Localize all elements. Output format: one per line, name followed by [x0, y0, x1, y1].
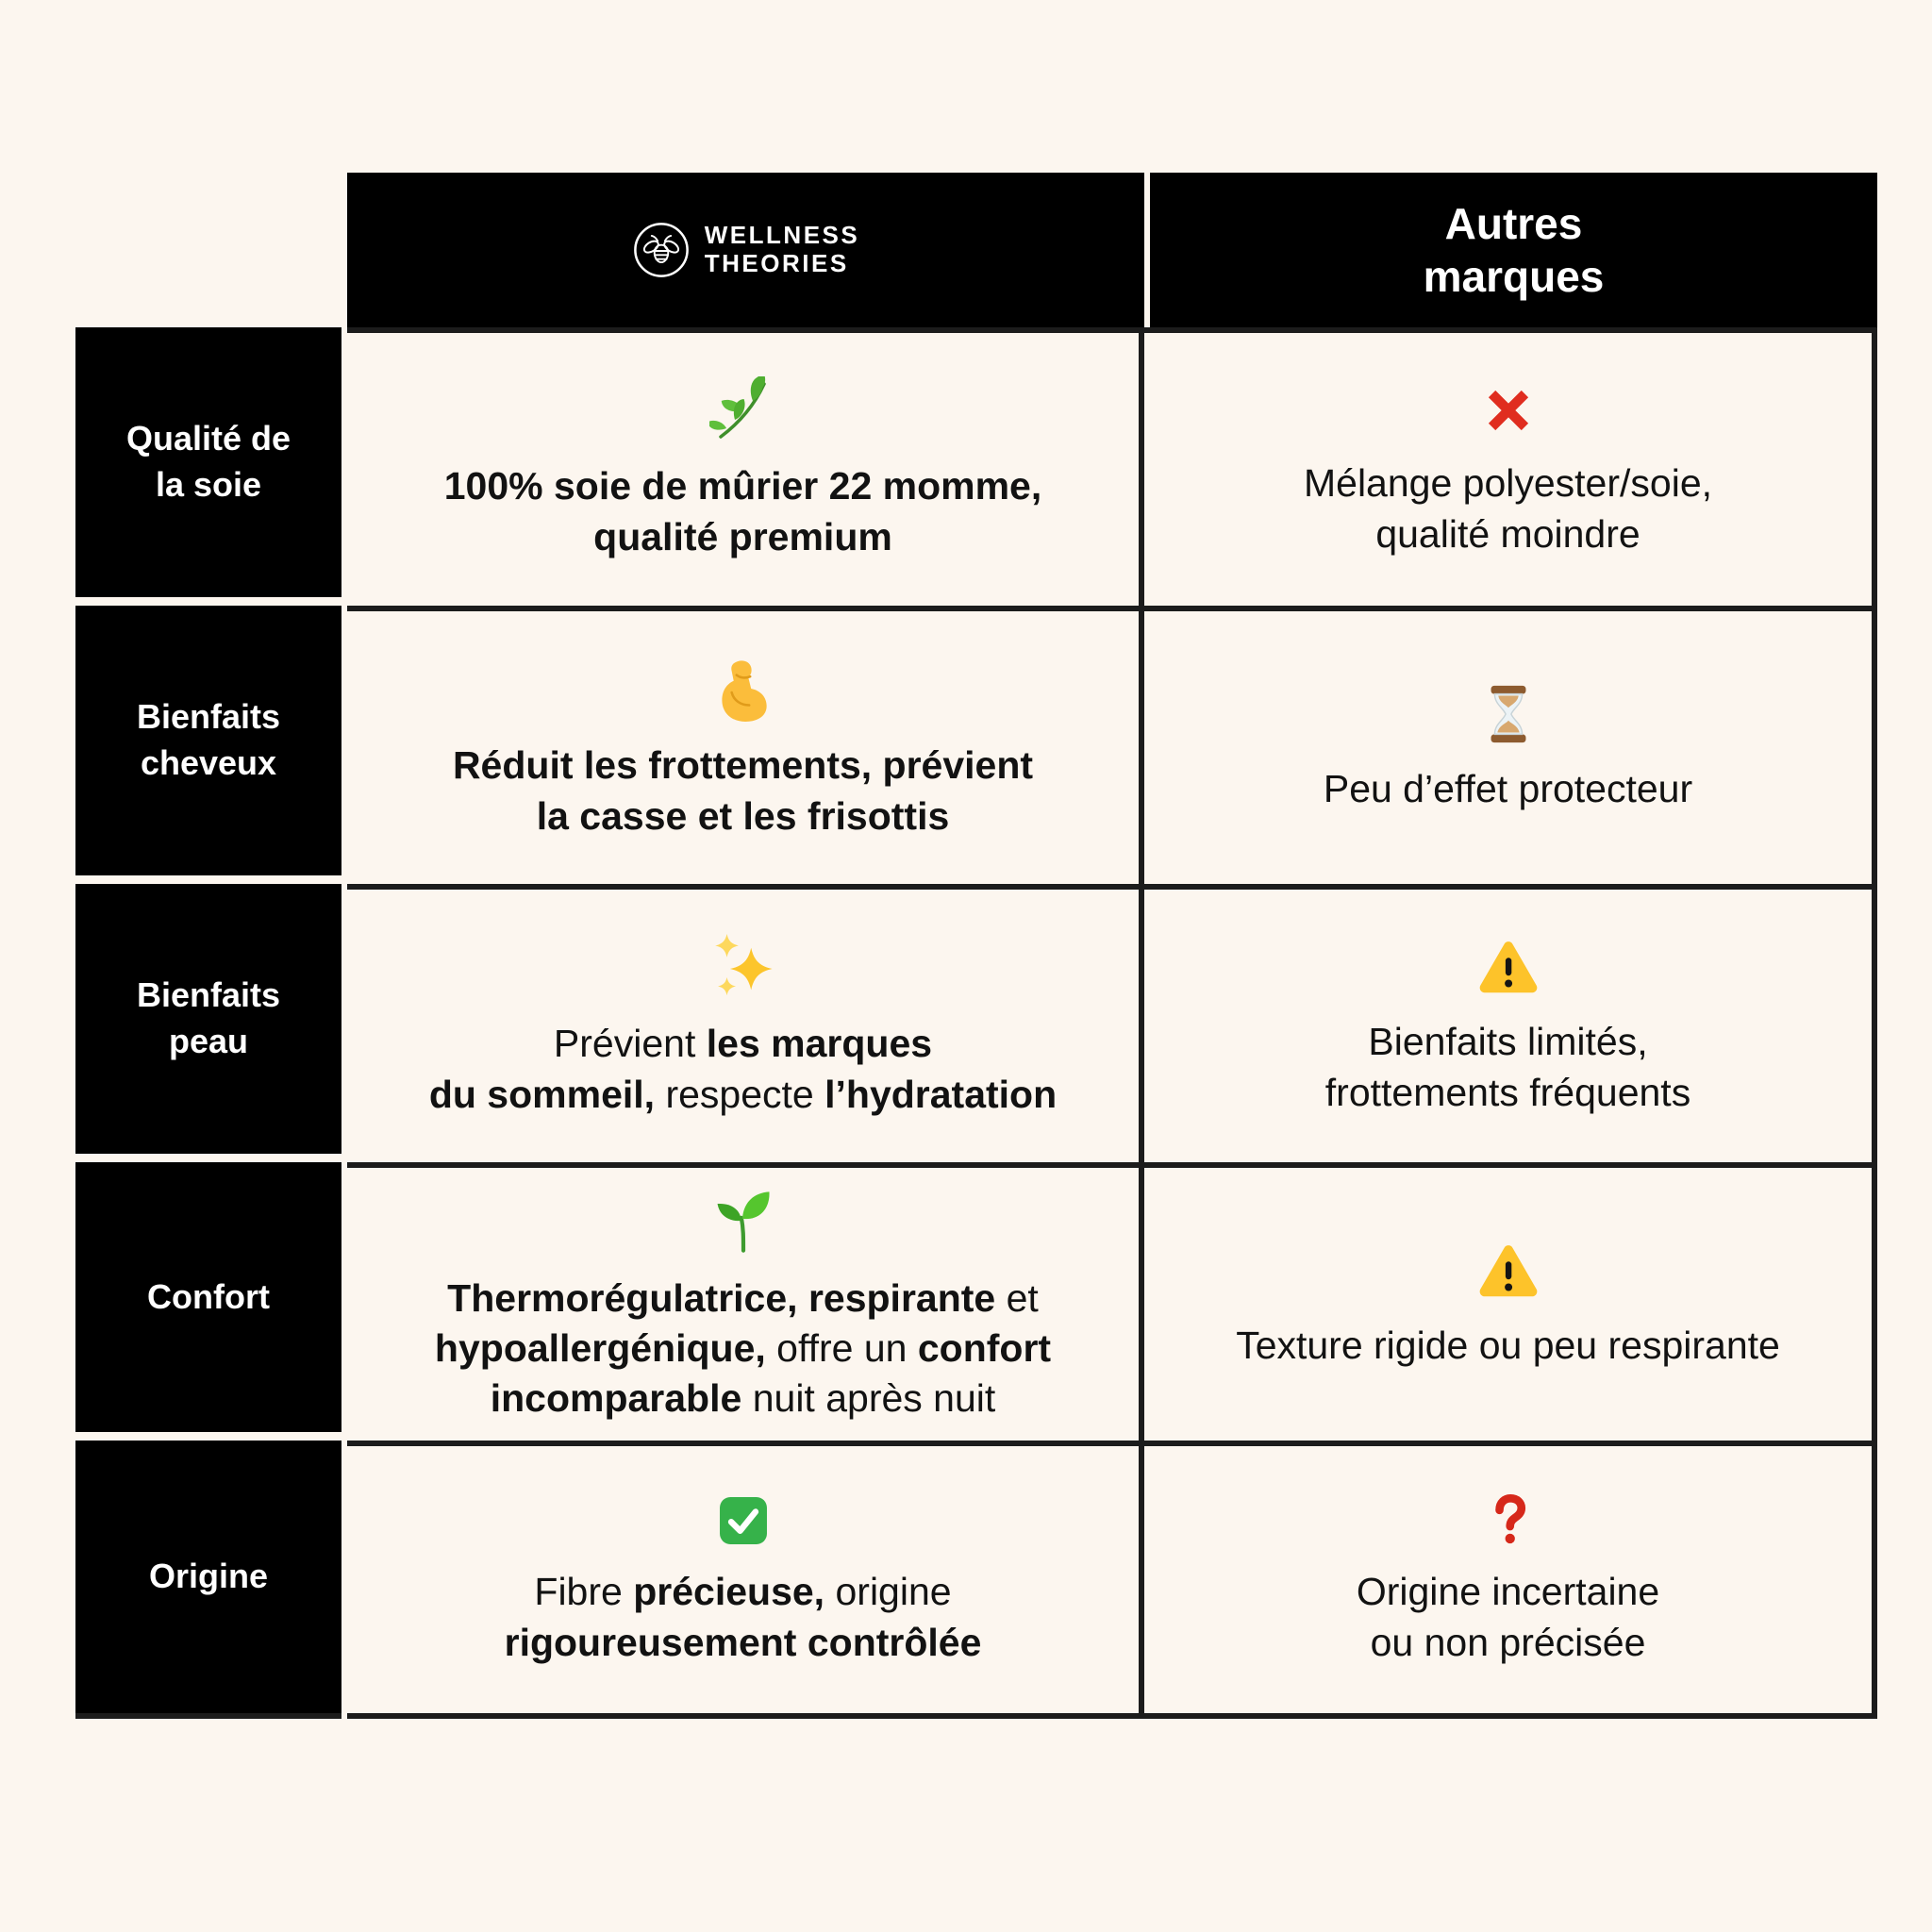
text-line: Réduit les frottements, prévient [453, 741, 1033, 791]
competitor-header-text: Autres marques [1424, 197, 1605, 303]
text-line: 100% soie de mûrier 22 momme, [444, 461, 1042, 511]
text-segment: origine [835, 1570, 952, 1614]
sparkles-icon [708, 932, 778, 1002]
text-line: rigoureusement contrôlée [505, 1618, 982, 1668]
text-line: Bienfaits limités, [1368, 1020, 1648, 1064]
text-line: Peu d’effet protecteur [1323, 766, 1693, 810]
text-segment: la casse et les frisottis [536, 793, 950, 838]
question-icon [1479, 1491, 1538, 1550]
competitor-header-cell: Autres marques [1150, 173, 1877, 327]
cell-text: Texture rigide ou peu respirante [1236, 1321, 1780, 1371]
text-line: ou non précisée [1370, 1620, 1646, 1664]
text-segment: 100% soie de mûrier 22 momme, [443, 464, 1042, 508]
brand-cell-peau: Prévient les marques du sommeil, respect… [347, 884, 1144, 1162]
row-label-qualite-soie: Qualité de la soie [75, 327, 341, 597]
row-label-bienfaits-cheveux: Bienfaits cheveux [75, 606, 341, 875]
hourglass-icon [1475, 681, 1541, 747]
row-label-line: la soie [155, 465, 262, 504]
text-segment: offre un [776, 1325, 908, 1370]
brand-header-cell: WELLNESS THEORIES [347, 173, 1144, 327]
text-segment: l’hydratation [824, 1072, 1058, 1116]
text-line: Thermorégulatrice, respirante et [435, 1274, 1051, 1324]
text-line: Prévient les marques [429, 1019, 1057, 1069]
text-segment: Fibre [534, 1570, 623, 1614]
row-label-line: Confort [147, 1276, 270, 1316]
brand-cell-origine: Fibre précieuse, origine rigoureusement … [347, 1441, 1144, 1719]
competitor-header-line2: marques [1423, 252, 1605, 301]
cell-text: Fibre précieuse, origine rigoureusement … [505, 1567, 982, 1668]
text-line: Origine incertaine [1356, 1570, 1660, 1614]
text-segment: qualité premium [593, 514, 892, 558]
row-label-origine: Origine [75, 1441, 341, 1719]
row-label-bienfaits-peau: Bienfaits peau [75, 884, 341, 1154]
text-line: Mélange polyester/soie, [1303, 461, 1713, 506]
text-segment: et [1006, 1275, 1039, 1320]
row-label-line: peau [168, 1022, 249, 1060]
text-segment: Réduit les frottements, prévient [452, 743, 1034, 788]
cell-text: Peu d’effet protecteur [1324, 764, 1692, 814]
seedling-icon [708, 1185, 779, 1257]
competitor-cell-peau: Bienfaits limités, frottements fréquents [1144, 884, 1877, 1162]
biceps-icon [708, 654, 778, 724]
brand-wordmark: WELLNESS THEORIES [704, 221, 860, 278]
brand-wordmark-line1: WELLNESS [704, 221, 860, 250]
cell-text: Bienfaits limités, frottements fréquents [1325, 1017, 1690, 1118]
text-segment: hypoallergénique, [434, 1325, 766, 1370]
text-segment: les marques [706, 1022, 933, 1066]
text-line: frottements fréquents [1324, 1070, 1691, 1114]
text-segment: Prévient [553, 1022, 696, 1066]
text-line: Fibre précieuse, origine [505, 1567, 982, 1617]
cell-text: Origine incertaine ou non précisée [1357, 1567, 1659, 1668]
cell-text: Réduit les frottements, prévient la cass… [453, 741, 1033, 841]
competitor-header-line1: Autres [1444, 198, 1583, 248]
cell-text: Thermorégulatrice, respirante et hypoall… [435, 1274, 1051, 1424]
text-segment: confort [917, 1325, 1052, 1370]
row-label-confort: Confort [75, 1162, 341, 1432]
competitor-cell-qualite: Mélange polyester/soie, qualité moindre [1144, 327, 1877, 606]
competitor-cell-cheveux: Peu d’effet protecteur [1144, 606, 1877, 884]
cell-text: Prévient les marques du sommeil, respect… [429, 1019, 1057, 1120]
text-segment: du sommeil, [428, 1072, 656, 1116]
text-segment: rigoureusement contrôlée [504, 1620, 982, 1664]
text-line: incomparable nuit après nuit [435, 1374, 1051, 1424]
row-label-line: Origine [148, 1557, 269, 1596]
row-label-line: Bienfaits [136, 697, 281, 737]
brand-logo-lockup: WELLNESS THEORIES [632, 221, 859, 279]
cell-text: Mélange polyester/soie, qualité moindre [1304, 458, 1712, 559]
comparison-table: WELLNESS THEORIES Autres marques Qualité… [75, 173, 1877, 1719]
corner-spacer [75, 173, 347, 327]
row-label-line: Bienfaits [136, 975, 281, 1015]
brand-wordmark-line2: THEORIES [704, 249, 849, 277]
text-segment: respecte [665, 1072, 814, 1116]
text-line: hypoallergénique, offre un confort [435, 1324, 1051, 1374]
brand-cell-qualite: 100% soie de mûrier 22 momme, qualité pr… [347, 327, 1144, 606]
warning-icon [1475, 934, 1541, 1000]
competitor-cell-confort: Texture rigide ou peu respirante [1144, 1162, 1877, 1441]
bee-logo-icon [632, 221, 691, 279]
text-segment: incomparable [490, 1376, 742, 1421]
text-line: la casse et les frisottis [453, 791, 1033, 841]
row-label-line: Qualité de [125, 419, 291, 458]
text-line: du sommeil, respecte l’hydratation [429, 1070, 1057, 1120]
text-segment: précieuse, [633, 1570, 825, 1614]
text-line: Texture rigide ou peu respirante [1236, 1323, 1780, 1367]
row-label-line: cheveux [140, 743, 277, 782]
brand-cell-cheveux: Réduit les frottements, prévient la cass… [347, 606, 1144, 884]
cell-text: 100% soie de mûrier 22 momme, qualité pr… [444, 461, 1042, 562]
cross-icon [1477, 379, 1540, 441]
herb-icon [708, 376, 777, 444]
text-segment: nuit après nuit [752, 1376, 996, 1421]
brand-cell-confort: Thermorégulatrice, respirante et hypoall… [347, 1162, 1144, 1441]
warning-icon [1475, 1238, 1541, 1304]
check-icon [714, 1491, 773, 1550]
competitor-cell-origine: Origine incertaine ou non précisée [1144, 1441, 1877, 1719]
text-line: qualité moindre [1375, 511, 1641, 556]
text-line: qualité premium [444, 512, 1042, 562]
text-segment: Thermorégulatrice, respirante [447, 1275, 996, 1320]
